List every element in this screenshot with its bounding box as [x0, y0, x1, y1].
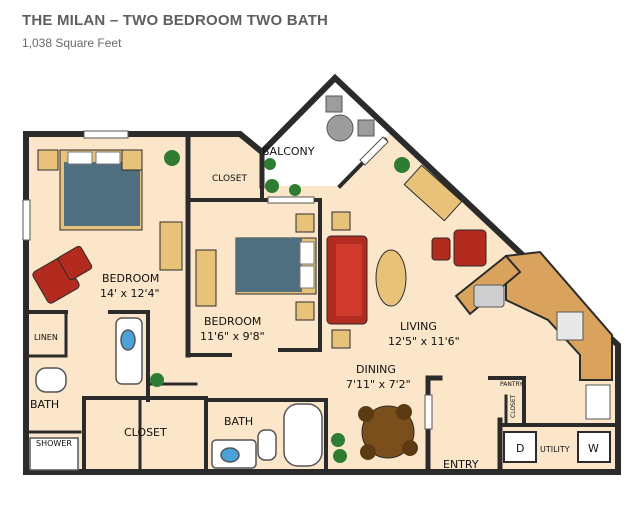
- windows: [22, 130, 433, 430]
- sofa: [326, 235, 407, 325]
- label-bedroom1: BEDROOM: [102, 272, 159, 285]
- side-tables: [37, 149, 351, 349]
- label-bedroom2: BEDROOM: [204, 315, 261, 328]
- bed-second: [235, 237, 317, 295]
- washer-dryer: [503, 431, 611, 463]
- page-title: THE MILAN – TWO BEDROOM TWO BATH: [22, 12, 329, 29]
- label-linen: LINEN: [34, 333, 58, 342]
- balcony-furniture: [325, 95, 375, 142]
- label-pantry: PANTRY: [500, 381, 523, 388]
- armchairs: [32, 229, 487, 304]
- label-bedroom1-size: 14' x 12'4": [100, 287, 160, 300]
- bed-master: [59, 149, 143, 231]
- plants: [150, 150, 410, 463]
- dressers: [159, 164, 463, 307]
- label-bath2: BATH: [224, 415, 253, 428]
- label-bath1: BATH: [30, 398, 59, 411]
- label-dining-size: 7'11" x 7'2": [346, 378, 411, 391]
- label-living-size: 12'5" x 11'6": [388, 335, 460, 348]
- balcony-area: [262, 80, 390, 186]
- label-utility: UTILITY: [540, 445, 570, 454]
- label-dryer: D: [516, 442, 524, 455]
- label-living: LIVING: [400, 320, 437, 333]
- label-closet-master: CLOSET: [124, 426, 167, 439]
- label-balcony: BALCONY: [262, 145, 315, 158]
- label-closet-bedroom2: CLOSET: [212, 174, 247, 184]
- label-shower: SHOWER: [36, 439, 72, 448]
- label-closet-small: CLOSET: [510, 394, 517, 418]
- label-washer: W: [588, 442, 599, 455]
- dining-table: [358, 404, 418, 460]
- label-bedroom2-size: 11'6" x 9'8": [200, 330, 265, 343]
- label-entry: ENTRY: [443, 458, 479, 471]
- kitchen: [454, 250, 613, 420]
- label-dining: DINING: [356, 363, 396, 376]
- bath-fixtures: [29, 317, 323, 471]
- square-footage: 1,038 Square Feet: [22, 36, 122, 50]
